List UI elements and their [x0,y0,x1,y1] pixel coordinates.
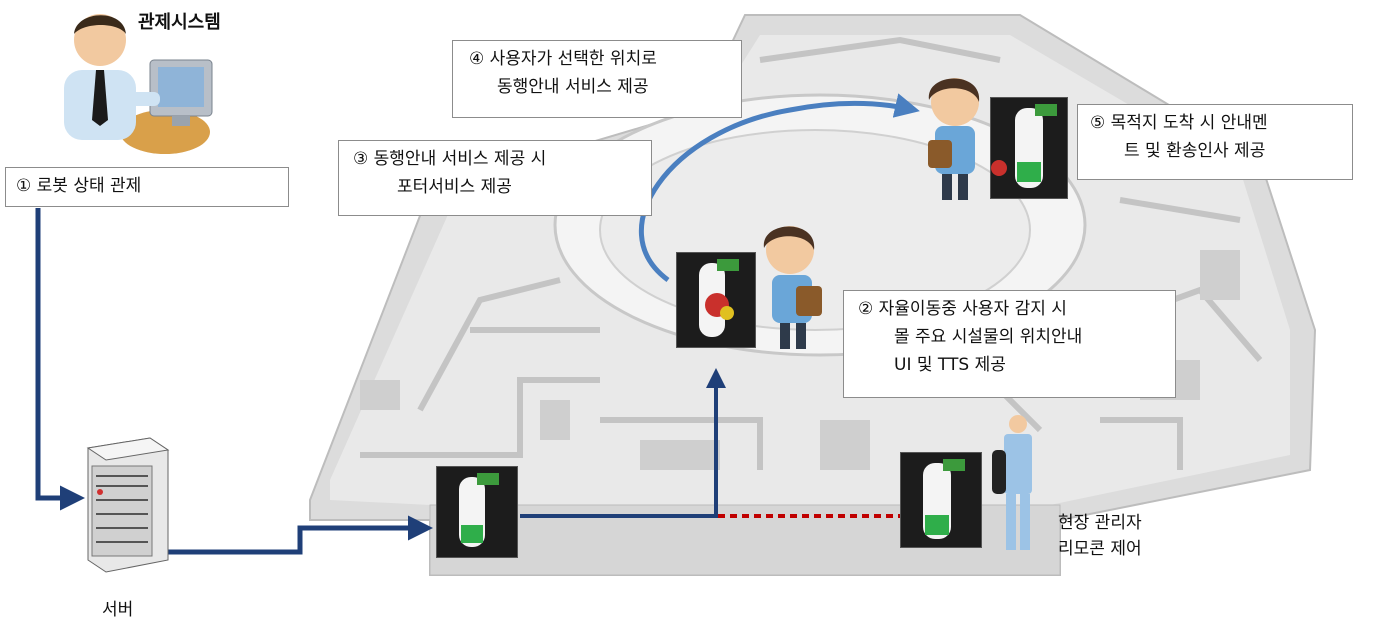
robot-move-arrow [520,368,726,518]
step-1-box: ① 로봇 상태 관제 [5,167,289,207]
step-5-line-2: 트 및 환송인사 제공 [1124,141,1266,161]
control-system-title: 관제시스템 [138,12,221,33]
manager-figure [992,415,1032,550]
robot-image-porter [676,252,756,348]
robot-image-start [436,466,518,558]
remote-control-label: 현장 관리자 리모콘 제어 [1058,510,1142,562]
step-5-box: ⑤ 목적지 도착 시 안내멘 트 및 환송인사 제공 [1077,104,1353,180]
step-3-line-2: 포터서비스 제공 [397,177,512,197]
robot-image-remote [900,452,982,548]
remote-label-line-2: 리모콘 제어 [1058,539,1142,559]
step-2-line-3: UI 및 TTS 제공 [894,355,1006,375]
operator-illustration [64,14,213,154]
server-illustration [86,437,170,573]
step-3-line-1: ③ 동행안내 서비스 제공 시 [353,149,547,169]
child-figure-2 [928,78,980,200]
step-1-line-1: ① 로봇 상태 관제 [16,176,142,196]
step-4-line-1: ④ 사용자가 선택한 위치로 [469,49,657,69]
guide-path-arrow [638,93,920,283]
control-to-server-arrow [35,208,85,511]
server-to-robot-arrow [168,515,433,555]
step-2-line-2: 몰 주요 시설물의 위치안내 [894,327,1083,347]
step-2-line-1: ② 자율이동중 사용자 감지 시 [858,299,1067,319]
step-4-line-2: 동행안내 서비스 제공 [497,77,649,97]
step-2-box: ② 자율이동중 사용자 감지 시 몰 주요 시설물의 위치안내 UI 및 TTS… [843,290,1176,398]
remote-label-line-1: 현장 관리자 [1058,513,1142,533]
robot-image-destination [990,97,1068,199]
step-3-box: ③ 동행안내 서비스 제공 시 포터서비스 제공 [338,140,652,216]
step-5-line-1: ⑤ 목적지 도착 시 안내멘 [1090,113,1268,133]
step-4-box: ④ 사용자가 선택한 위치로 동행안내 서비스 제공 [452,40,742,118]
server-label: 서버 [102,600,134,620]
child-figure-1 [763,226,822,349]
